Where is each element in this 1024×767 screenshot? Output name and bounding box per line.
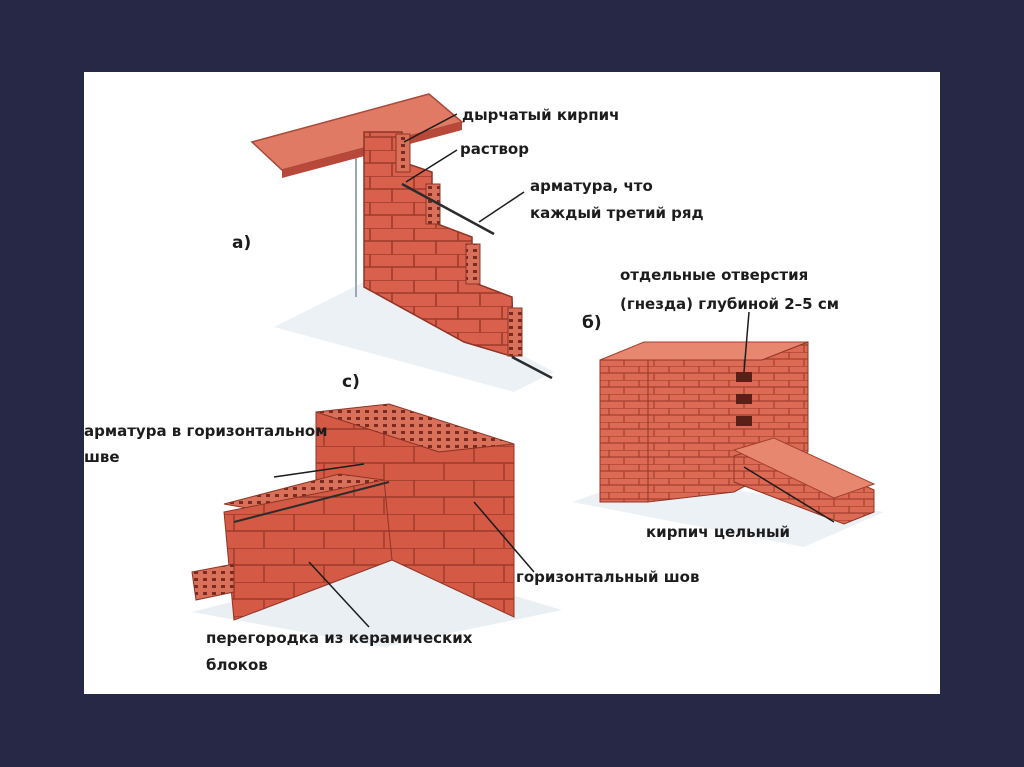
leader-rebar xyxy=(478,191,525,223)
callout-sockets-line1: отдельные отверстия xyxy=(620,266,809,284)
hollow-brick-end xyxy=(507,307,523,357)
figure-b-wall xyxy=(572,341,884,547)
callout-mortar: раствор xyxy=(460,140,529,158)
hollow-brick-top xyxy=(395,133,411,173)
callout-rebar-joint-line1: арматура в горизонтальном xyxy=(84,422,328,440)
leader-horizontal-joint xyxy=(473,501,535,573)
pillar-front xyxy=(599,359,649,503)
figure-c-wall xyxy=(191,403,562,647)
leader-rebar-joint xyxy=(273,463,365,478)
callout-hollow-brick: дырчатый кирпич xyxy=(462,106,620,124)
callout-rebar-line1: арматура, что xyxy=(530,177,653,195)
callout-partition-line1: перегородка из керамических xyxy=(206,629,473,647)
callout-solid-brick: кирпич цельный xyxy=(646,523,791,541)
floor-shadow-c xyxy=(192,560,562,647)
leader-lines xyxy=(273,113,835,628)
callout-horizontal-joint: горизонтальный шов xyxy=(516,568,700,586)
leader-mortar xyxy=(405,149,458,183)
hollow-brick-low xyxy=(465,243,481,285)
figure-c-label: с) xyxy=(342,372,360,392)
solid-brick-steps-top xyxy=(732,437,876,499)
figure-b-label: б) xyxy=(582,313,602,333)
socket-1 xyxy=(736,372,752,382)
leader-partition xyxy=(308,561,370,628)
partition-base-holes xyxy=(191,563,235,601)
rebar-a-end xyxy=(511,355,553,380)
brick-wall-diagram xyxy=(191,93,884,647)
leader-sockets xyxy=(743,311,750,373)
floor-shadow-a xyxy=(274,277,554,392)
socket-2 xyxy=(736,394,752,404)
leader-solid-brick xyxy=(743,466,835,523)
rebar-a xyxy=(401,182,495,236)
leader-hollow-brick xyxy=(403,113,458,143)
figure-a-wall xyxy=(250,93,554,392)
callout-partition-line2: блоков xyxy=(206,656,268,674)
figure-a-label: а) xyxy=(232,233,252,253)
callout-rebar-joint-line2: шве xyxy=(84,448,120,466)
callout-rebar-line2: каждый третий ряд xyxy=(530,204,704,222)
callout-sockets-line2: (гнезда) глубиной 2–5 см xyxy=(620,295,839,313)
figure-panel: а) б) с) дырчатый кирпич раствор арматур… xyxy=(84,72,940,694)
rebar-joint xyxy=(233,481,390,523)
socket-3 xyxy=(736,416,752,426)
